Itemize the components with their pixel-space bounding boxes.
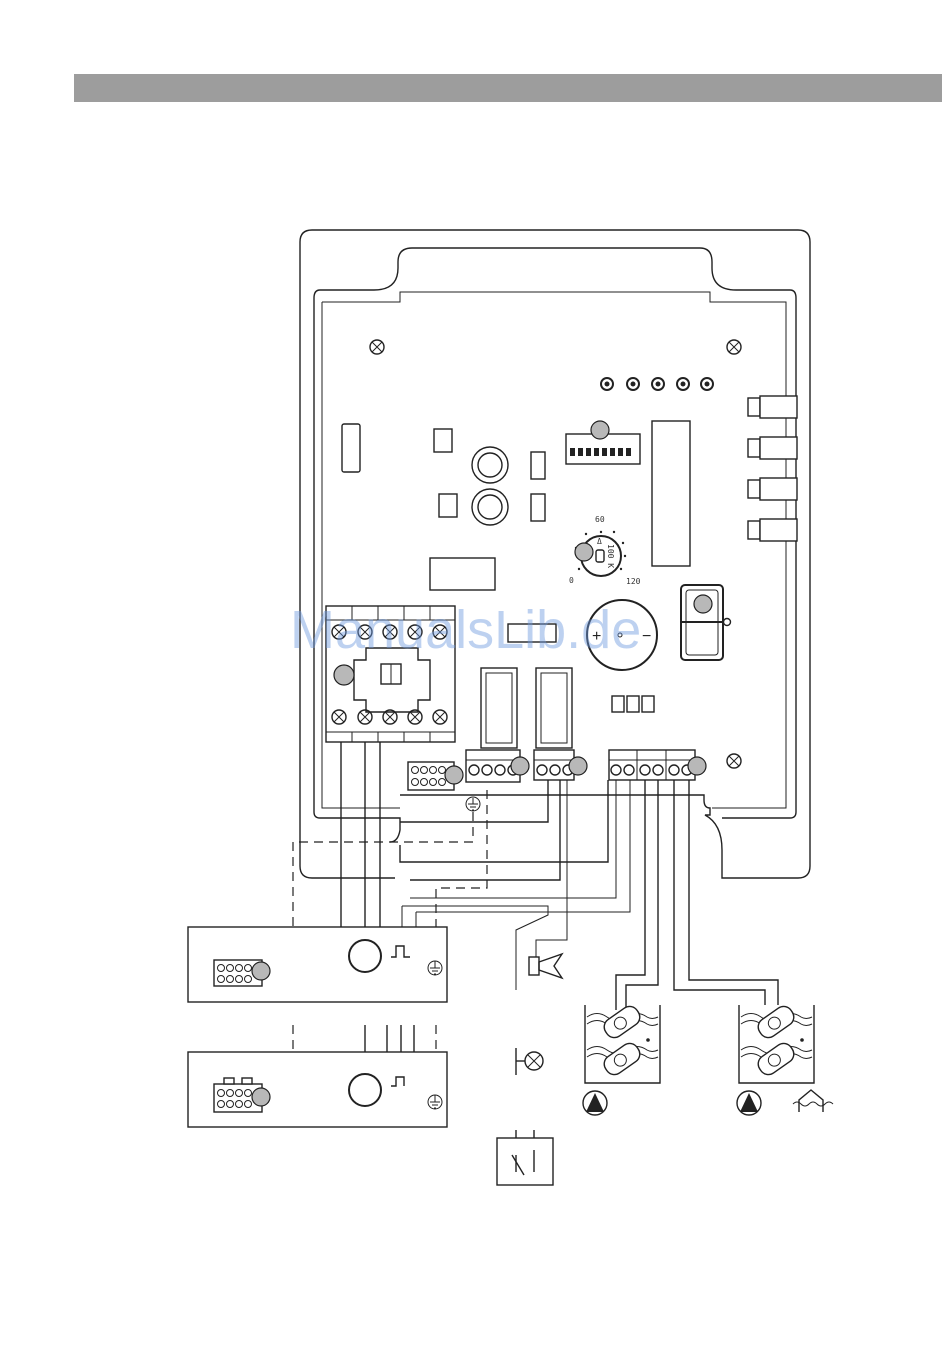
pump-icon	[583, 1091, 607, 1115]
battery-minus-sign: −	[642, 628, 651, 645]
component	[531, 452, 545, 479]
lamp-icon	[516, 1052, 543, 1070]
terminal-block-sensors	[609, 750, 695, 780]
callout-marker	[445, 766, 463, 784]
callout-marker	[252, 962, 270, 980]
house-flood-icon	[793, 1090, 833, 1112]
pump-box-1	[188, 927, 447, 1002]
mounting-screw	[727, 340, 741, 354]
dial-mark-unit: 100 K	[606, 544, 615, 568]
tank-2	[739, 1003, 814, 1083]
ground-icon	[466, 797, 480, 811]
dial-mark-delta: Δ	[597, 537, 602, 546]
led-row	[601, 378, 713, 390]
pump-box-2	[188, 1052, 447, 1127]
fuse	[342, 424, 360, 472]
dial-mark-right: 120	[626, 577, 641, 586]
dial-mark-left: 0	[569, 576, 574, 585]
control-box-housing	[300, 230, 810, 878]
component	[531, 494, 545, 521]
relay	[481, 668, 572, 748]
callout-marker	[569, 757, 587, 775]
horn-icon	[529, 954, 562, 978]
callout-marker	[334, 665, 354, 685]
mounting-screw	[370, 340, 384, 354]
tank-1	[585, 1003, 660, 1083]
component	[434, 429, 452, 452]
component-triple	[612, 696, 654, 712]
callout-marker	[694, 595, 712, 613]
terminal-block-relay2	[534, 750, 574, 780]
transformer	[430, 558, 495, 590]
component	[439, 494, 457, 517]
mounting-screw	[727, 754, 741, 768]
callout-marker	[688, 757, 706, 775]
callout-marker	[511, 757, 529, 775]
dial-mark-top: 60	[595, 515, 605, 524]
watermark: ManualsLib.de	[290, 600, 641, 660]
side-connector	[748, 396, 797, 541]
callout-marker	[575, 543, 593, 561]
callout-marker	[252, 1088, 270, 1106]
pump-icon	[737, 1091, 761, 1115]
buzzer	[472, 447, 508, 525]
callout-marker	[591, 421, 609, 439]
external-switch	[497, 1138, 553, 1185]
module	[652, 421, 690, 566]
